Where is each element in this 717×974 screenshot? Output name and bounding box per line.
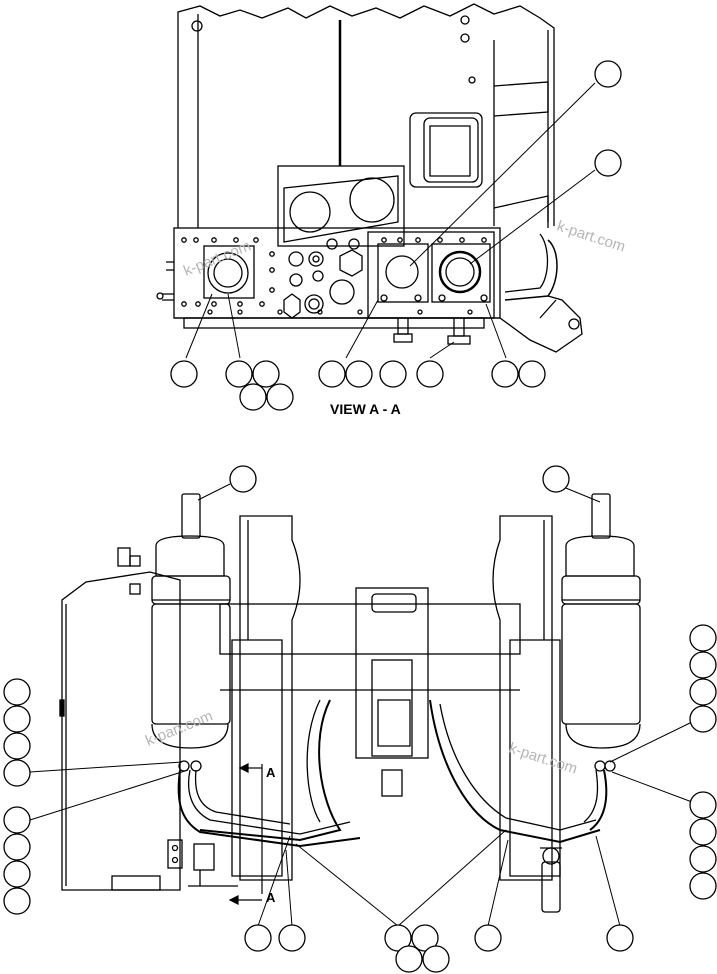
callout [244, 924, 272, 952]
callout [689, 818, 717, 846]
callout [239, 383, 267, 411]
callout [318, 360, 346, 388]
callout [3, 806, 31, 834]
callout [594, 149, 622, 177]
callout [689, 872, 717, 900]
watermark: k-part.com [555, 218, 628, 256]
callout [3, 678, 31, 706]
callout [689, 705, 717, 733]
callout [542, 465, 570, 493]
callout [606, 924, 634, 952]
callout [3, 833, 31, 861]
callout [689, 678, 717, 706]
callout [225, 360, 253, 388]
callout [170, 360, 198, 388]
watermark: k-part.com [507, 740, 580, 778]
callout [379, 360, 407, 388]
callouts-bottom [3, 465, 717, 973]
callout [594, 60, 622, 88]
callout [278, 924, 306, 952]
callout [491, 360, 519, 388]
frame-panel [177, 3, 555, 228]
callout [395, 945, 423, 973]
view-a-a-drawing [156, 3, 583, 353]
watermark: k-part.com [143, 707, 215, 749]
section-marker-bottom: A [266, 890, 276, 905]
bolt-heads [181, 237, 488, 315]
callout [266, 383, 294, 411]
callout [3, 887, 31, 915]
callout [689, 651, 717, 679]
callouts-top [170, 60, 622, 411]
callout [345, 360, 373, 388]
section-marker-top: A [266, 765, 276, 780]
callout [252, 360, 280, 388]
main-assembly-drawing [59, 493, 641, 913]
callout [518, 360, 546, 388]
leaders-bottom [29, 483, 693, 927]
callout [416, 360, 444, 388]
callout [689, 791, 717, 819]
view-label: VIEW A - A [330, 401, 401, 417]
section-arrows [228, 763, 263, 905]
callout [229, 465, 257, 493]
callout [474, 924, 502, 952]
callout [3, 732, 31, 760]
callout [3, 759, 31, 787]
callout [422, 945, 450, 973]
callout [689, 624, 717, 652]
callout [3, 860, 31, 888]
leaders-top [185, 82, 596, 359]
callout [689, 845, 717, 873]
callout [3, 705, 31, 733]
